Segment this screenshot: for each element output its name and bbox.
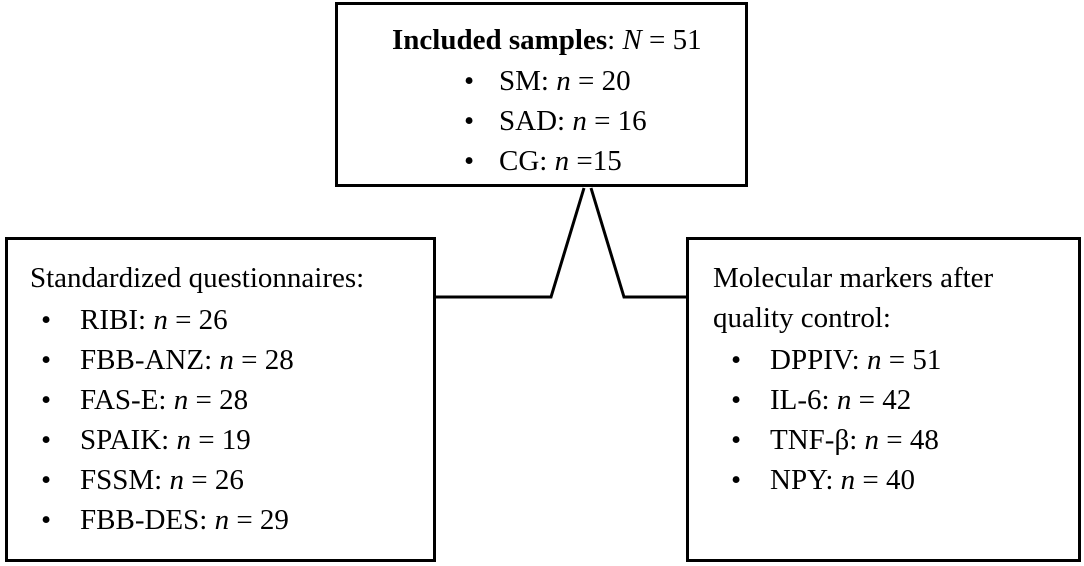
bullet-icon: • — [41, 504, 52, 536]
item-value: = 29 — [229, 504, 289, 536]
connector-to-molecular-markers — [589, 187, 686, 299]
item-var: n — [840, 464, 856, 496]
bullet-icon: • — [464, 65, 475, 97]
item-var: n — [572, 105, 587, 137]
item-var: n — [219, 344, 234, 376]
list-item: • CG: n =15 — [464, 141, 647, 181]
item-label: RIBI: — [80, 304, 154, 336]
bullet-icon: • — [41, 344, 52, 376]
bullet-icon: • — [41, 304, 52, 336]
item-var: n — [169, 464, 184, 496]
item-label: TNF-β: — [770, 424, 865, 456]
item-var: n — [866, 344, 882, 376]
item-var: n — [214, 504, 230, 536]
list-item: • IL-6: n = 42 — [731, 380, 941, 420]
included-samples-title: Included samples: N = 51 — [392, 20, 702, 60]
item-label: NPY: — [770, 464, 841, 496]
title-separator: : — [607, 24, 623, 56]
item-var: n — [556, 65, 571, 97]
item-value: =15 — [569, 145, 622, 177]
list-item: • RIBI: n = 26 — [41, 300, 294, 340]
molecular-markers-title-line1: Molecular markers after — [713, 262, 994, 294]
list-item: • FSSM: n = 26 — [41, 460, 294, 500]
connector-to-questionnaires — [436, 187, 586, 299]
item-label: CG: — [499, 145, 555, 177]
item-value: = 19 — [190, 424, 251, 456]
item-label: FSSM: — [80, 464, 170, 496]
item-value: = 28 — [233, 344, 294, 376]
item-label: FBB-DES: — [80, 504, 215, 536]
item-label: IL-6: — [770, 384, 837, 416]
item-label: SM: — [499, 65, 557, 97]
list-item: • SAD: n = 16 — [464, 101, 647, 141]
included-samples-label: Included samples — [392, 24, 608, 56]
bullet-icon: • — [41, 384, 52, 416]
item-value: = 26 — [183, 464, 244, 496]
total-n-symbol: N — [622, 24, 642, 56]
list-item: • SPAIK: n = 19 — [41, 420, 294, 460]
item-value: = 16 — [586, 105, 647, 137]
bullet-icon: • — [731, 344, 742, 376]
item-value: = 42 — [851, 384, 912, 416]
item-label: FBB-ANZ: — [80, 344, 220, 376]
item-value: = 48 — [879, 424, 939, 456]
item-value: = 20 — [570, 65, 631, 97]
bullet-icon: • — [731, 464, 742, 496]
item-label: SAD: — [499, 105, 573, 137]
bullet-icon: • — [731, 424, 742, 456]
list-item: • FBB-DES: n = 29 — [41, 500, 294, 540]
molecular-marker-list: • DPPIV: n = 51 • IL-6: n = 42 • TNF-β: n =… — [731, 340, 941, 500]
bullet-icon: • — [464, 105, 475, 137]
total-n-value: = 51 — [641, 24, 702, 56]
item-var: n — [864, 424, 880, 456]
list-item: • SM: n = 20 — [464, 61, 647, 101]
item-var: n — [554, 145, 570, 177]
list-item: • NPY: n = 40 — [731, 460, 941, 500]
molecular-markers-title-line2: quality control: — [713, 302, 891, 334]
item-value: = 40 — [855, 464, 916, 496]
list-item: • TNF-β: n = 48 — [731, 420, 941, 460]
questionnaire-list: • RIBI: n = 26 • FBB-ANZ: n = 28 • FAS-E: n… — [41, 300, 294, 540]
bullet-icon: • — [731, 384, 742, 416]
questionnaires-title: Standardized questionnaires: — [30, 262, 365, 294]
item-label: DPPIV: — [770, 344, 867, 376]
molecular-markers-box: Molecular markers after quality control:… — [686, 237, 1081, 562]
item-label: SPAIK: — [80, 424, 177, 456]
sample-group-list: • SM: n = 20 • SAD: n = 16 • CG: n =15 — [464, 61, 647, 181]
item-value: = 28 — [188, 384, 249, 416]
list-item: • DPPIV: n = 51 — [731, 340, 941, 380]
included-samples-box: Included samples: N = 51 • SM: n = 20 • SA… — [335, 2, 748, 187]
bullet-icon: • — [41, 464, 52, 496]
item-var: n — [173, 384, 189, 416]
item-var: n — [176, 424, 191, 456]
bullet-icon: • — [464, 145, 475, 177]
item-value: = 26 — [167, 304, 228, 336]
item-var: n — [836, 384, 852, 416]
questionnaires-box: Standardized questionnaires: • RIBI: n = … — [5, 237, 436, 562]
item-var: n — [153, 304, 168, 336]
list-item: • FAS-E: n = 28 — [41, 380, 294, 420]
list-item: • FBB-ANZ: n = 28 — [41, 340, 294, 380]
item-label: FAS-E: — [80, 384, 174, 416]
bullet-icon: • — [41, 424, 52, 456]
item-value: = 51 — [881, 344, 942, 376]
